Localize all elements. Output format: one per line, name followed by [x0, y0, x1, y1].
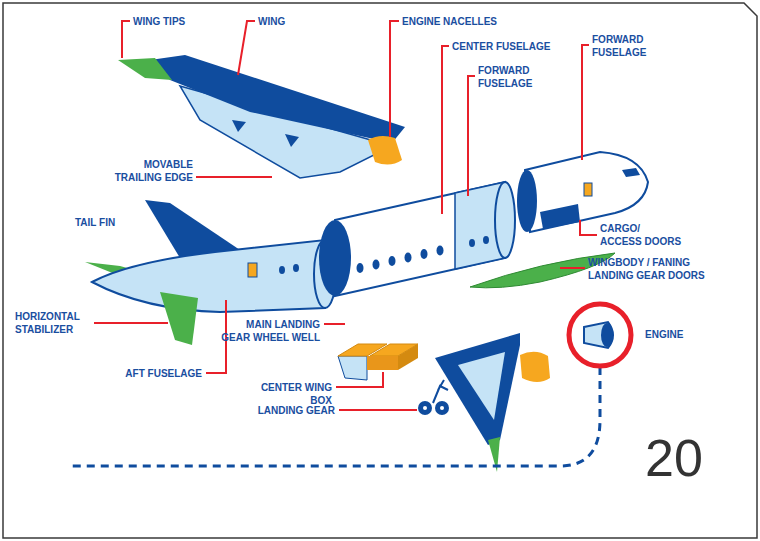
engine-icon — [584, 322, 613, 348]
door — [248, 263, 257, 277]
callout-number: 20 — [645, 432, 703, 484]
stabilizer-shape — [160, 292, 198, 345]
leader-line — [339, 409, 417, 411]
leader-line — [324, 323, 345, 325]
window — [437, 246, 444, 256]
leader-line — [468, 76, 475, 196]
wheel-hub — [440, 406, 444, 410]
window — [483, 236, 489, 244]
leader-line — [238, 21, 255, 75]
leader-line — [94, 322, 168, 324]
window — [279, 266, 285, 274]
leader-line — [336, 372, 383, 387]
part-label: MAIN LANDING GEAR WHEEL WELL — [216, 318, 320, 344]
leader-line — [560, 267, 585, 269]
leader-line — [122, 21, 130, 58]
gear-wheel — [418, 401, 432, 415]
part-label: LANDING GEAR — [255, 404, 335, 417]
window — [357, 263, 364, 273]
leader-line — [390, 21, 399, 137]
wheel-hub — [423, 406, 427, 410]
flap-fairing — [285, 134, 299, 147]
part-label: CARGO/ ACCESS DOORS — [600, 222, 684, 248]
tail-fin-shape — [145, 200, 240, 258]
engine-intake — [601, 323, 613, 347]
part-label: WING — [258, 15, 285, 28]
flap-fairing — [232, 120, 246, 132]
fuselage-end — [517, 170, 537, 232]
fuselage-end — [495, 182, 515, 258]
part-label: TAIL FIN — [75, 216, 115, 229]
window — [293, 264, 299, 272]
window — [405, 253, 412, 263]
engine-nacelle-shape — [368, 136, 402, 165]
aft-fuselage-shape — [92, 240, 325, 312]
highlight-circle — [569, 304, 631, 366]
center-fuselage-shape — [335, 182, 505, 296]
wing-box-shape — [398, 344, 418, 370]
part-label: WINGBODY / FANING LANDING GEAR DOORS — [588, 256, 712, 282]
wing-shape — [150, 55, 405, 143]
window — [389, 256, 396, 266]
part-label: WING TIPS — [133, 15, 185, 28]
wheel-well-shape — [338, 356, 367, 380]
wing-box-shape — [367, 356, 398, 370]
part-label: HORIZONTAL STABILIZER — [15, 310, 80, 336]
wing-tip-shape — [118, 58, 172, 80]
cockpit-window — [622, 168, 640, 177]
part-label: FORWARD FUSELAGE — [478, 64, 532, 90]
dashed-path — [68, 367, 600, 466]
part-label: ENGINE NACELLES — [402, 15, 497, 28]
part-label: AFT FUSELAGE — [120, 367, 202, 380]
page-frame — [3, 3, 757, 538]
wing-inner — [458, 352, 505, 420]
door — [584, 183, 592, 196]
window — [373, 260, 380, 270]
leader-line — [580, 220, 597, 235]
leader-line — [196, 176, 272, 178]
part-label: MOVABLE TRAILING EDGE — [103, 158, 193, 184]
part-label: CENTER FUSELAGE — [452, 40, 550, 53]
leader-line — [442, 46, 449, 214]
cargo-door-shape — [540, 204, 580, 229]
gear-strut — [433, 380, 448, 403]
leader-line — [582, 45, 589, 160]
part-label: FORWARD FUSELAGE — [592, 33, 646, 59]
part-label: CENTER WING BOX — [240, 381, 332, 407]
window — [469, 239, 475, 247]
fuselage-end — [319, 220, 351, 296]
window — [421, 249, 428, 259]
gear-wheel — [435, 401, 449, 415]
part-label: ENGINE — [645, 328, 683, 341]
engine-nacelle-shape — [520, 352, 550, 382]
nose-shape — [525, 152, 648, 232]
